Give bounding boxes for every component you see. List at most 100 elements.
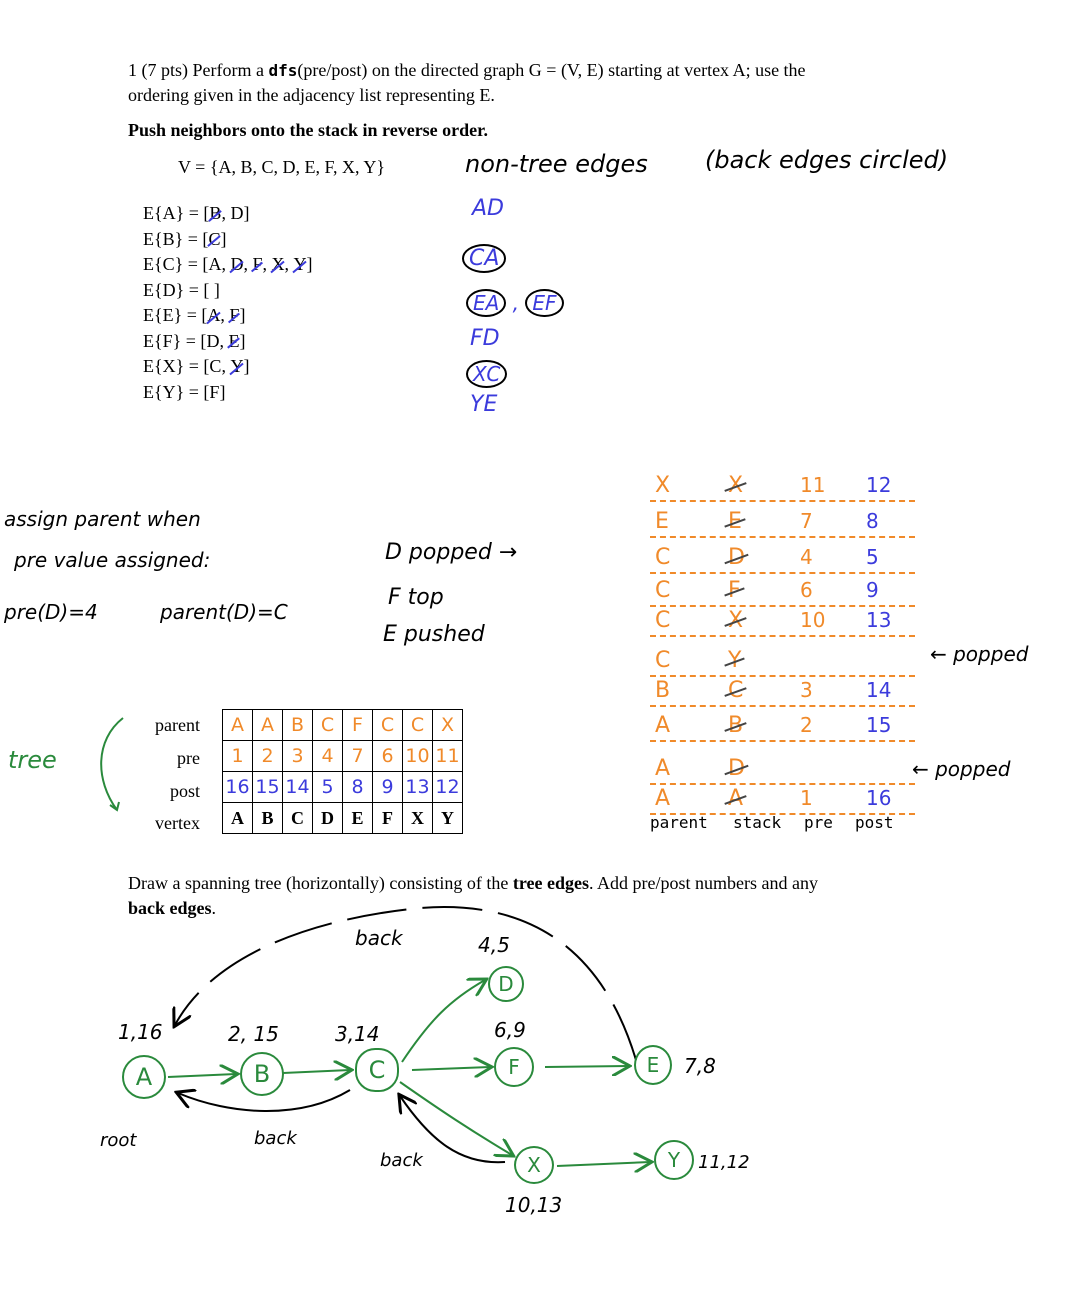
back-edge-e-a	[175, 906, 637, 1061]
stack-cell-stack: X	[728, 608, 744, 633]
adjacency-item: A	[208, 254, 222, 274]
dfs-cell-parent: F	[342, 709, 373, 741]
stack-cell-stack: C	[728, 678, 744, 703]
dfs-cell-pre: 4	[312, 740, 343, 772]
dfs-cell-vertex: B	[252, 802, 283, 834]
adjacency-item: F	[252, 254, 263, 274]
edge-c-d	[401, 980, 485, 1063]
edge-xc-text: XC	[466, 360, 508, 388]
dfs-cell-post: 13	[402, 771, 433, 803]
tree-text-bold-2: back edges	[128, 898, 212, 918]
stack-cell-post: 16	[866, 786, 892, 810]
stack-cell-post: 14	[866, 678, 892, 702]
adjacency-item: D	[230, 203, 244, 223]
stack-cell-post: 13	[866, 608, 892, 632]
edge-x-y	[556, 1162, 650, 1166]
stack-cell-stack: B	[728, 713, 744, 738]
node-c: C	[355, 1048, 399, 1092]
node-y: Y	[654, 1140, 694, 1180]
edge-f-e	[544, 1066, 628, 1067]
label-root: root	[100, 1130, 137, 1151]
adjacency-label: E{C} = [	[143, 254, 209, 274]
stack-cell-parent: E	[655, 509, 669, 534]
adjacency-label: E{E} = [	[143, 305, 208, 325]
note-parent-d: parent(D)=C	[160, 600, 288, 624]
dfs-cell-pre: 11	[432, 740, 463, 772]
stack-cell-pre: 4	[800, 545, 813, 569]
node-e: E	[634, 1045, 672, 1085]
node-d: D	[488, 966, 524, 1002]
dfs-cell-post: 12	[432, 771, 463, 803]
adjacency-row: E{A} = [B, D]	[143, 203, 250, 223]
stack-header-pre: pre	[804, 813, 833, 832]
stack-divider	[650, 813, 915, 815]
edge-ye: YE	[470, 392, 498, 417]
dfs-cell-vertex: E	[342, 802, 373, 834]
stack-cell-parent: C	[655, 608, 671, 633]
dfs-cell-pre: 7	[342, 740, 373, 772]
question-text-a: 1 (7 pts) Perform a	[128, 60, 269, 80]
adjacency-item: E	[228, 330, 240, 351]
dfs-cell-post: 15	[252, 771, 283, 803]
stack-cell-post: 5	[866, 545, 879, 569]
adjacency-row: E{B} = [C]	[143, 228, 227, 249]
question-line-2: ordering given in the adjacency list rep…	[128, 85, 495, 105]
note-tree: tree	[8, 746, 57, 774]
dfs-cell-pre: 6	[372, 740, 403, 772]
adjacency-row: E{C} = [A, D, F, X, Y]	[143, 254, 313, 274]
adjacency-item: X	[271, 254, 285, 274]
dfs-cell-vertex: X	[402, 802, 433, 834]
adjacency-row: E{D} = [ ]	[143, 279, 220, 300]
dfs-cell-post: 8	[342, 771, 373, 803]
edge-ef-text: EF	[525, 289, 564, 317]
stack-cell-pre: 2	[800, 713, 813, 737]
dfs-cell-parent: A	[252, 709, 283, 741]
dfs-cell-pre: 1	[222, 740, 253, 772]
adjacency-row: E{Y} = [F]	[143, 381, 226, 402]
edge-c-x	[399, 1081, 512, 1155]
edge-ca: CA	[462, 244, 507, 273]
adjacency-item: F	[209, 381, 220, 402]
stack-divider	[650, 536, 915, 538]
stack-divider	[650, 635, 915, 637]
label-back-xc: back	[380, 1150, 423, 1171]
dfs-cell-post: 9	[372, 771, 403, 803]
dfs-cell-vertex: D	[312, 802, 343, 834]
adjacency-item: F	[229, 305, 240, 325]
dfs-cell-pre: 2	[252, 740, 283, 772]
label-e: 7,8	[684, 1054, 716, 1078]
label-y: 11,12	[698, 1152, 750, 1173]
tree-text-a: Draw a spanning tree (horizontally) cons…	[128, 873, 513, 893]
edge-b-c	[282, 1070, 350, 1073]
note-d-popped: D popped →	[385, 540, 518, 565]
adjacency-item: C	[209, 356, 222, 376]
stack-cell-parent: C	[655, 545, 671, 570]
tree-instruction-1: Draw a spanning tree (horizontally) cons…	[128, 873, 818, 894]
stack-cell-stack: E	[728, 509, 742, 534]
adjacency-label: E{X} = [	[143, 356, 210, 376]
stack-divider	[650, 605, 915, 607]
dfs-cell-parent: A	[222, 709, 253, 741]
stack-cell-post: 12	[866, 473, 892, 497]
tree-edges	[167, 906, 1086, 1220]
stack-cell-pre: 3	[800, 678, 813, 702]
stack-cell-parent: A	[655, 756, 671, 781]
stack-header-stack: stack	[733, 813, 782, 832]
stack-cell-parent: X	[655, 473, 671, 498]
stack-divider	[650, 740, 915, 742]
stack-cell-parent: A	[655, 713, 671, 738]
adjacency-label: E{D} = [	[143, 279, 210, 300]
stack-cell-pre: 6	[800, 578, 813, 602]
label-f: 6,9	[494, 1018, 526, 1042]
stack-cell-parent: C	[655, 578, 671, 603]
node-b: B	[240, 1052, 284, 1096]
node-x: X	[514, 1146, 554, 1184]
tree-text-bold: tree edges	[512, 873, 590, 893]
edge-fd: FD	[470, 326, 500, 351]
stack-cell-parent: C	[655, 648, 671, 673]
node-f: F	[494, 1047, 534, 1087]
dfs-cell-parent: B	[282, 709, 313, 741]
dfs-cell-vertex: Y	[432, 802, 463, 834]
